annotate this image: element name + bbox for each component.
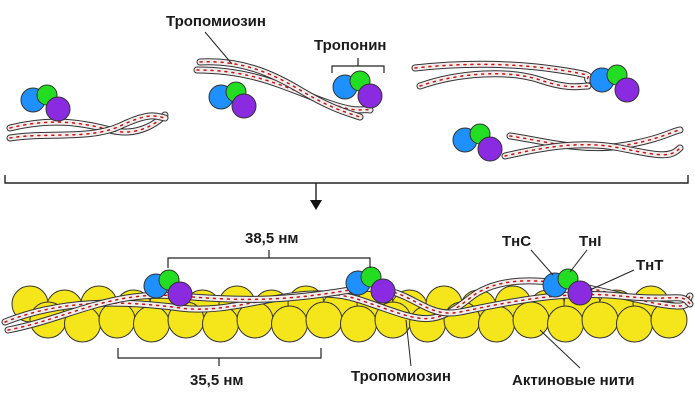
spacing-actin-label: 35,5 нм	[190, 372, 244, 389]
spacing-troponin-label: 38,5 нм	[245, 230, 299, 247]
actin-filaments-label: Актиновые нити	[512, 372, 635, 389]
troponin-complex	[589, 64, 640, 103]
spacing-troponin-bracket	[167, 257, 371, 268]
actin-monomer	[616, 305, 653, 343]
actin-filaments	[11, 285, 688, 343]
tropomyosin-strand-pair	[6, 111, 169, 142]
actin-monomer	[133, 305, 170, 343]
tnt-leader	[589, 269, 635, 291]
actin-monomer	[98, 301, 136, 339]
actin-monomer	[581, 301, 619, 339]
tropomyosin-strand-pair	[501, 126, 684, 160]
tropomyosin-top-leader	[204, 31, 233, 65]
troponin-complex	[208, 81, 257, 119]
tropomyosin-top-label: Тропомиозин	[166, 13, 266, 30]
actin-monomer	[305, 301, 343, 339]
actin-monomer	[512, 301, 550, 339]
troponin-complex	[20, 84, 71, 122]
troponin-complex	[332, 70, 383, 109]
spacing-actin-bracket	[117, 348, 322, 359]
actin-leader	[539, 329, 581, 369]
actin-monomer	[478, 305, 515, 343]
tni-leader	[569, 249, 588, 273]
tnc-label: ТнС	[502, 233, 532, 250]
troponin-complex	[542, 268, 593, 306]
assembly-arrow	[310, 200, 322, 210]
tropomyosin-strand-pair	[193, 58, 374, 121]
troponin-label: Тропонин	[314, 37, 387, 54]
troponin-complex	[345, 266, 396, 304]
troponin-complex	[143, 269, 193, 307]
tropomyosin-strand-pair	[411, 60, 592, 91]
tni-label: ТнI	[579, 233, 602, 250]
tropomyosin-bottom-label: Тропомиозин	[351, 368, 451, 385]
tnc-leader	[530, 249, 554, 276]
tnt-label: ТнТ	[636, 257, 664, 274]
assembly-bracket	[4, 175, 689, 200]
actin-monomer	[271, 305, 308, 343]
tropomyosin-bottom-leader	[405, 319, 412, 367]
top-panel	[6, 31, 684, 162]
bottom-panel	[1, 249, 694, 369]
troponin-complex	[452, 123, 503, 162]
actin-monomer	[547, 305, 584, 343]
actin-monomer	[340, 305, 377, 343]
